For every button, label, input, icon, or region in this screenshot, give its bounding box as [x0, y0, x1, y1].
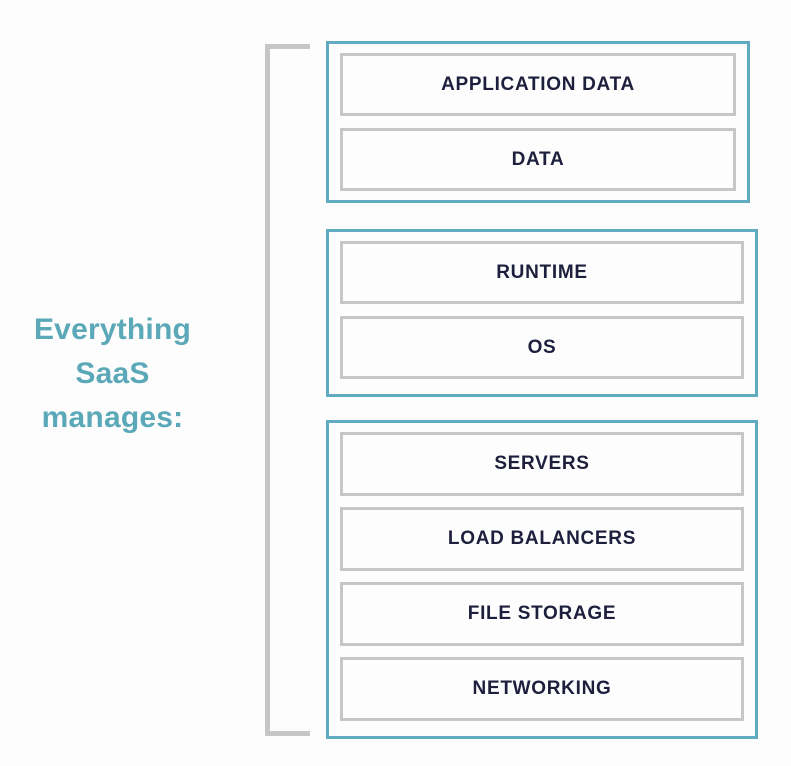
stack-group-infrastructure: SERVERS LOAD BALANCERS FILE STORAGE NETW…	[326, 420, 758, 739]
stack-layer: SERVERS	[340, 432, 744, 496]
stack-layer-label: OS	[527, 336, 557, 358]
bracket-arm-top	[265, 44, 310, 49]
bracket-arm-bottom	[265, 731, 310, 736]
stack-layer: NETWORKING	[340, 657, 744, 721]
stack-layer-label: DATA	[511, 148, 565, 170]
stack-layer: FILE STORAGE	[340, 582, 744, 646]
diagram-caption: Everything SaaS manages:	[0, 308, 225, 440]
stack-layer: LOAD BALANCERS	[340, 507, 744, 571]
stack-layer: RUNTIME	[340, 241, 744, 304]
stack-layer-label: SERVERS	[494, 453, 590, 474]
caption-line-1: Everything	[33, 313, 192, 346]
stack-layer: APPLICATION DATA	[340, 53, 736, 116]
scope-bracket	[265, 44, 310, 736]
stack-layer: DATA	[340, 128, 736, 191]
stack-group-platform: RUNTIME OS	[326, 229, 758, 397]
stack-layer-label: LOAD BALANCERS	[447, 528, 637, 549]
bracket-stem	[265, 44, 270, 736]
stack-layer-label: NETWORKING	[472, 678, 612, 699]
stack-layer-label: FILE STORAGE	[467, 603, 617, 624]
stack-group-data: APPLICATION DATA DATA	[326, 41, 750, 203]
caption-line-3: manages:	[41, 401, 184, 434]
stack-layer-label: APPLICATION DATA	[441, 73, 635, 95]
stack-layer-label: RUNTIME	[496, 261, 588, 283]
caption-line-2: SaaS	[75, 357, 150, 390]
stack-layer: OS	[340, 316, 744, 379]
